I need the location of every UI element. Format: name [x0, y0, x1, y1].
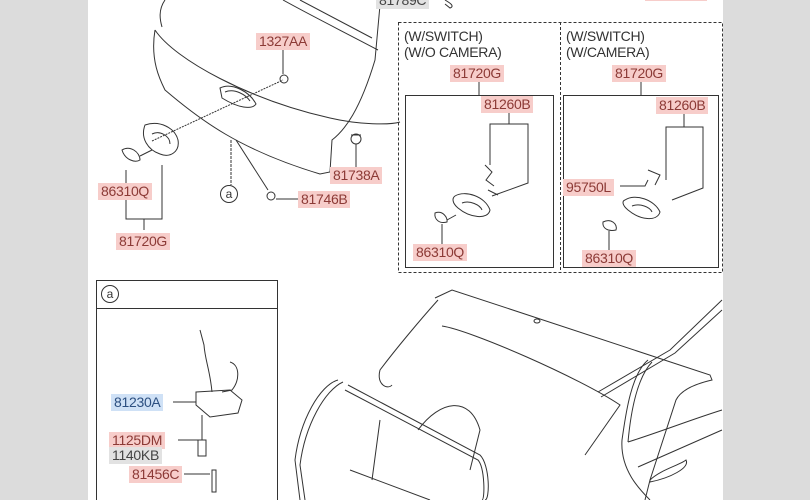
label-variant-right-86310Q[interactable]: 86310Q	[582, 250, 637, 267]
detail-a-box	[96, 280, 278, 500]
label-86310Q[interactable]: 86310Q	[98, 183, 153, 200]
variant-left-title-1: (W/SWITCH)	[404, 28, 483, 44]
label-95750L[interactable]: 95750L	[563, 179, 614, 196]
vehicle-rear-drawing	[294, 289, 723, 500]
variant-box	[398, 22, 723, 273]
label-81230A[interactable]: 81230A	[111, 394, 164, 411]
label-81789C[interactable]: 81789C	[376, 0, 430, 9]
label-81456C[interactable]: 81456C	[129, 466, 183, 483]
label-partial-top-right	[645, 0, 707, 1]
label-variant-right-81260B[interactable]: 81260B	[656, 97, 709, 114]
variant-left-title-2: (W/O CAMERA)	[404, 44, 502, 60]
label-variant-right-81720G[interactable]: 81720G	[612, 65, 667, 82]
variant-right-title-2: (W/CAMERA)	[566, 44, 650, 60]
label-variant-left-81260B[interactable]: 81260B	[481, 96, 534, 113]
label-81720G[interactable]: 81720G	[116, 233, 171, 250]
label-1125DM[interactable]: 1125DM	[109, 432, 166, 449]
label-81738A[interactable]: 81738A	[330, 167, 383, 184]
variant-right-title-1: (W/SWITCH)	[566, 28, 645, 44]
detail-a-header-marker: a	[101, 285, 119, 303]
label-variant-left-86310Q[interactable]: 86310Q	[413, 244, 468, 261]
label-1140KB[interactable]: 1140KB	[109, 447, 162, 464]
tailgate-drawing	[121, 0, 401, 230]
detail-a-ref-marker: a	[220, 185, 238, 203]
label-1327AA[interactable]: 1327AA	[256, 33, 311, 50]
clip-partial-drawing	[444, 0, 453, 9]
label-81746B[interactable]: 81746B	[298, 191, 351, 208]
label-variant-left-81720G[interactable]: 81720G	[450, 65, 505, 82]
